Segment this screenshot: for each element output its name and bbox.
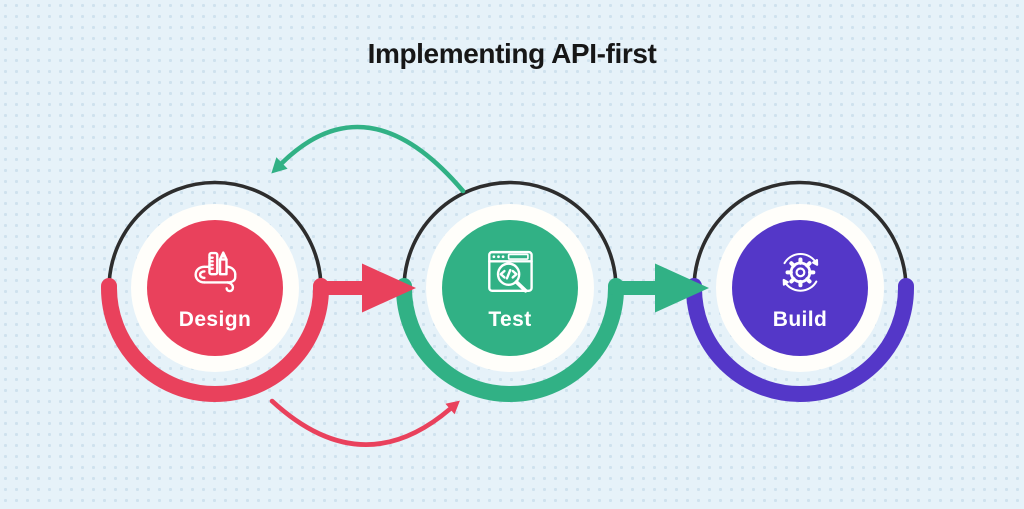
node-build-rings xyxy=(686,180,914,403)
node-design-label: Design xyxy=(178,308,252,331)
design-core-circle xyxy=(147,220,283,356)
gear-cycle-icon xyxy=(782,253,819,292)
node-test-label: Test xyxy=(488,308,532,331)
node-design-rings xyxy=(101,180,329,403)
node-design: Design xyxy=(97,170,333,406)
diagram-title: Implementing API-first xyxy=(367,38,657,69)
feedback-arrow-design-to-test xyxy=(269,398,460,447)
node-build-label: Build xyxy=(772,308,828,331)
browser-code-search-icon xyxy=(488,250,533,293)
node-test: Test xyxy=(392,170,628,406)
node-test-rings xyxy=(396,180,624,403)
node-build: Build xyxy=(682,170,918,406)
blueprint-pencil-icon xyxy=(194,251,237,293)
test-core-circle xyxy=(442,220,578,356)
build-core-circle xyxy=(732,220,868,356)
